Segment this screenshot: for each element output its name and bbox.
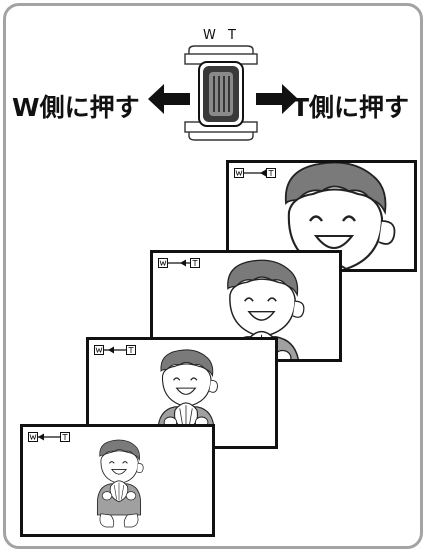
zoom-frame-wide [20,424,215,537]
arrow-right-icon [256,84,298,114]
zoom-lever[interactable]: W T [181,26,261,150]
t-marker: T [228,28,237,43]
push-w-label: W側に押す [12,93,140,122]
baby-image [96,439,144,528]
zoom-lever-icon [184,45,258,141]
zoom-bar-icon [28,432,71,443]
zoom-bar-icon [234,168,277,179]
arrow-left-icon [148,84,190,114]
push-t-label: T側に押す [292,93,410,122]
w-marker: W [203,28,217,43]
zoom-bar-icon [158,258,201,269]
zoom-bar-icon [94,345,137,356]
